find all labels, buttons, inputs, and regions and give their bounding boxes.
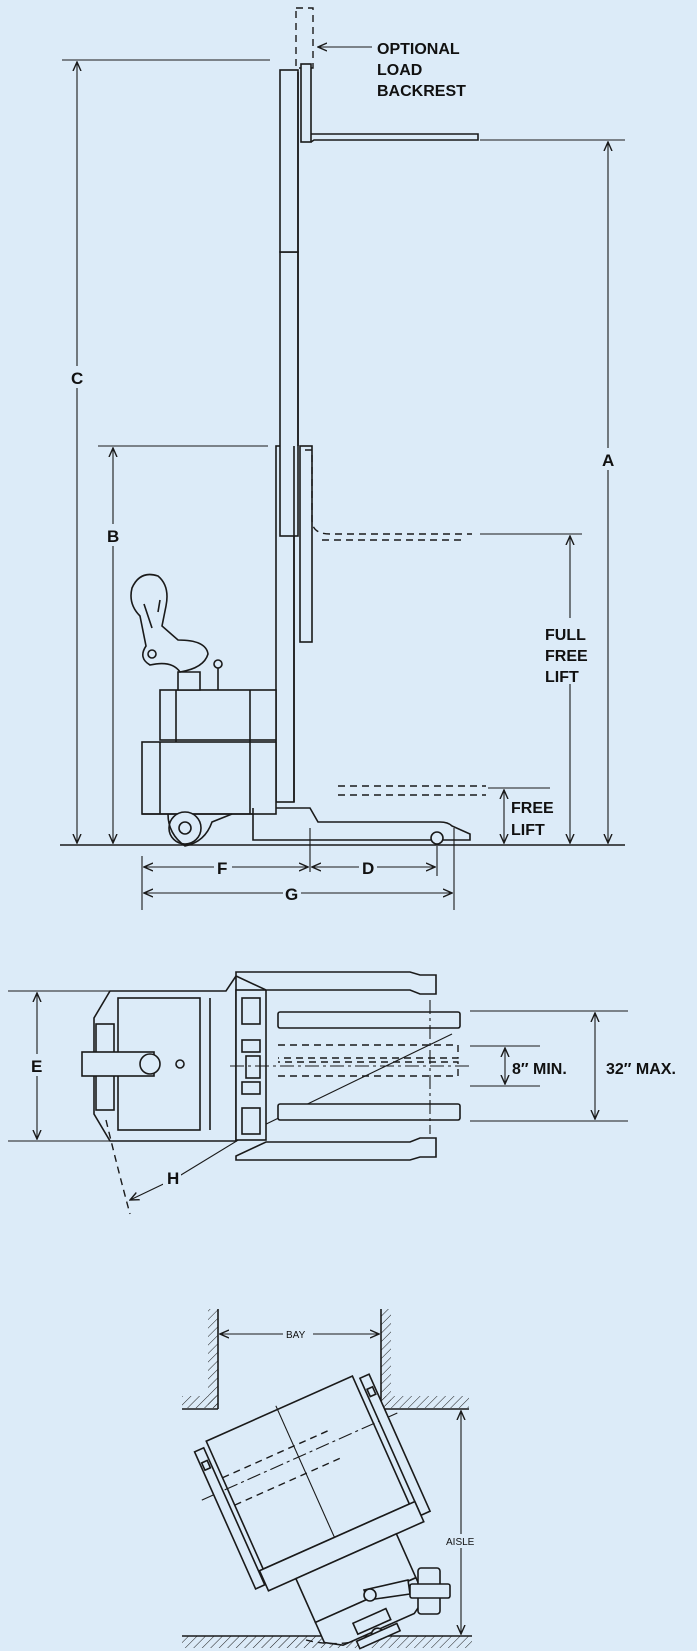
baseleg <box>252 807 471 845</box>
mast <box>275 63 313 803</box>
fork-top-upper <box>277 1011 461 1029</box>
backrest-label-line-2: LOAD <box>377 62 422 79</box>
power-unit <box>130 573 277 847</box>
dimension-free-lift: FREE LIFT <box>488 787 554 843</box>
top-view: E H <box>8 971 694 1215</box>
tiller-handle-rotated <box>362 1567 451 1615</box>
free-lift-line-2: LIFT <box>511 822 545 839</box>
free-lift-line-1: FREE <box>511 800 554 817</box>
fork-top-narrow-upper <box>278 1044 459 1059</box>
fork-top-narrow-lower <box>278 1061 459 1077</box>
optional-load-backrest: OPTIONAL LOAD BACKREST <box>295 7 466 100</box>
dimension-c: C <box>62 59 270 843</box>
min-spread-label: 8″ MIN. <box>512 1061 567 1078</box>
dimensions-f-d-g: F D G <box>141 828 455 910</box>
baseleg-top-upper <box>235 971 437 995</box>
aisle-view: BAY AISLE <box>182 1309 480 1650</box>
dimension-full-free-lift: FULL FREE LIFT <box>480 533 602 843</box>
full-free-lift-line-1: FULL <box>545 627 586 644</box>
fork-top-lower <box>277 1103 461 1121</box>
forks-raised <box>310 133 479 143</box>
dim-f-label: F <box>217 859 227 878</box>
backrest-label-line-3: BACKREST <box>377 83 466 100</box>
dimension-a: A <box>480 139 625 843</box>
dim-c-label: C <box>71 369 83 388</box>
backrest-label-line-1: OPTIONAL <box>377 41 460 58</box>
dim-a-label: A <box>602 451 614 470</box>
full-free-lift-line-3: LIFT <box>545 669 579 686</box>
dim-d-label: D <box>362 859 374 878</box>
tiller-arc <box>305 1639 353 1645</box>
mast-top <box>235 989 267 1141</box>
turning-arc <box>105 1119 131 1215</box>
bay-label: BAY <box>286 1330 306 1341</box>
dimension-b: B <box>98 445 268 843</box>
full-free-lift-line-2: FREE <box>545 648 588 665</box>
max-spread-label: 32″ MAX. <box>606 1061 676 1078</box>
forks-full-free-lift <box>305 449 472 541</box>
side-view: C B A FULL FREE LIFT FR <box>60 7 625 910</box>
dim-h-label: H <box>167 1169 179 1188</box>
forks-free-lift <box>338 785 486 796</box>
dim-g-label: G <box>285 885 298 904</box>
dim-b-label: B <box>107 527 119 546</box>
aisle-label: AISLE <box>446 1537 475 1548</box>
dimension-e: E <box>8 990 110 1142</box>
dim-e-label: E <box>31 1057 42 1076</box>
baseleg-top-lower <box>235 1137 437 1161</box>
